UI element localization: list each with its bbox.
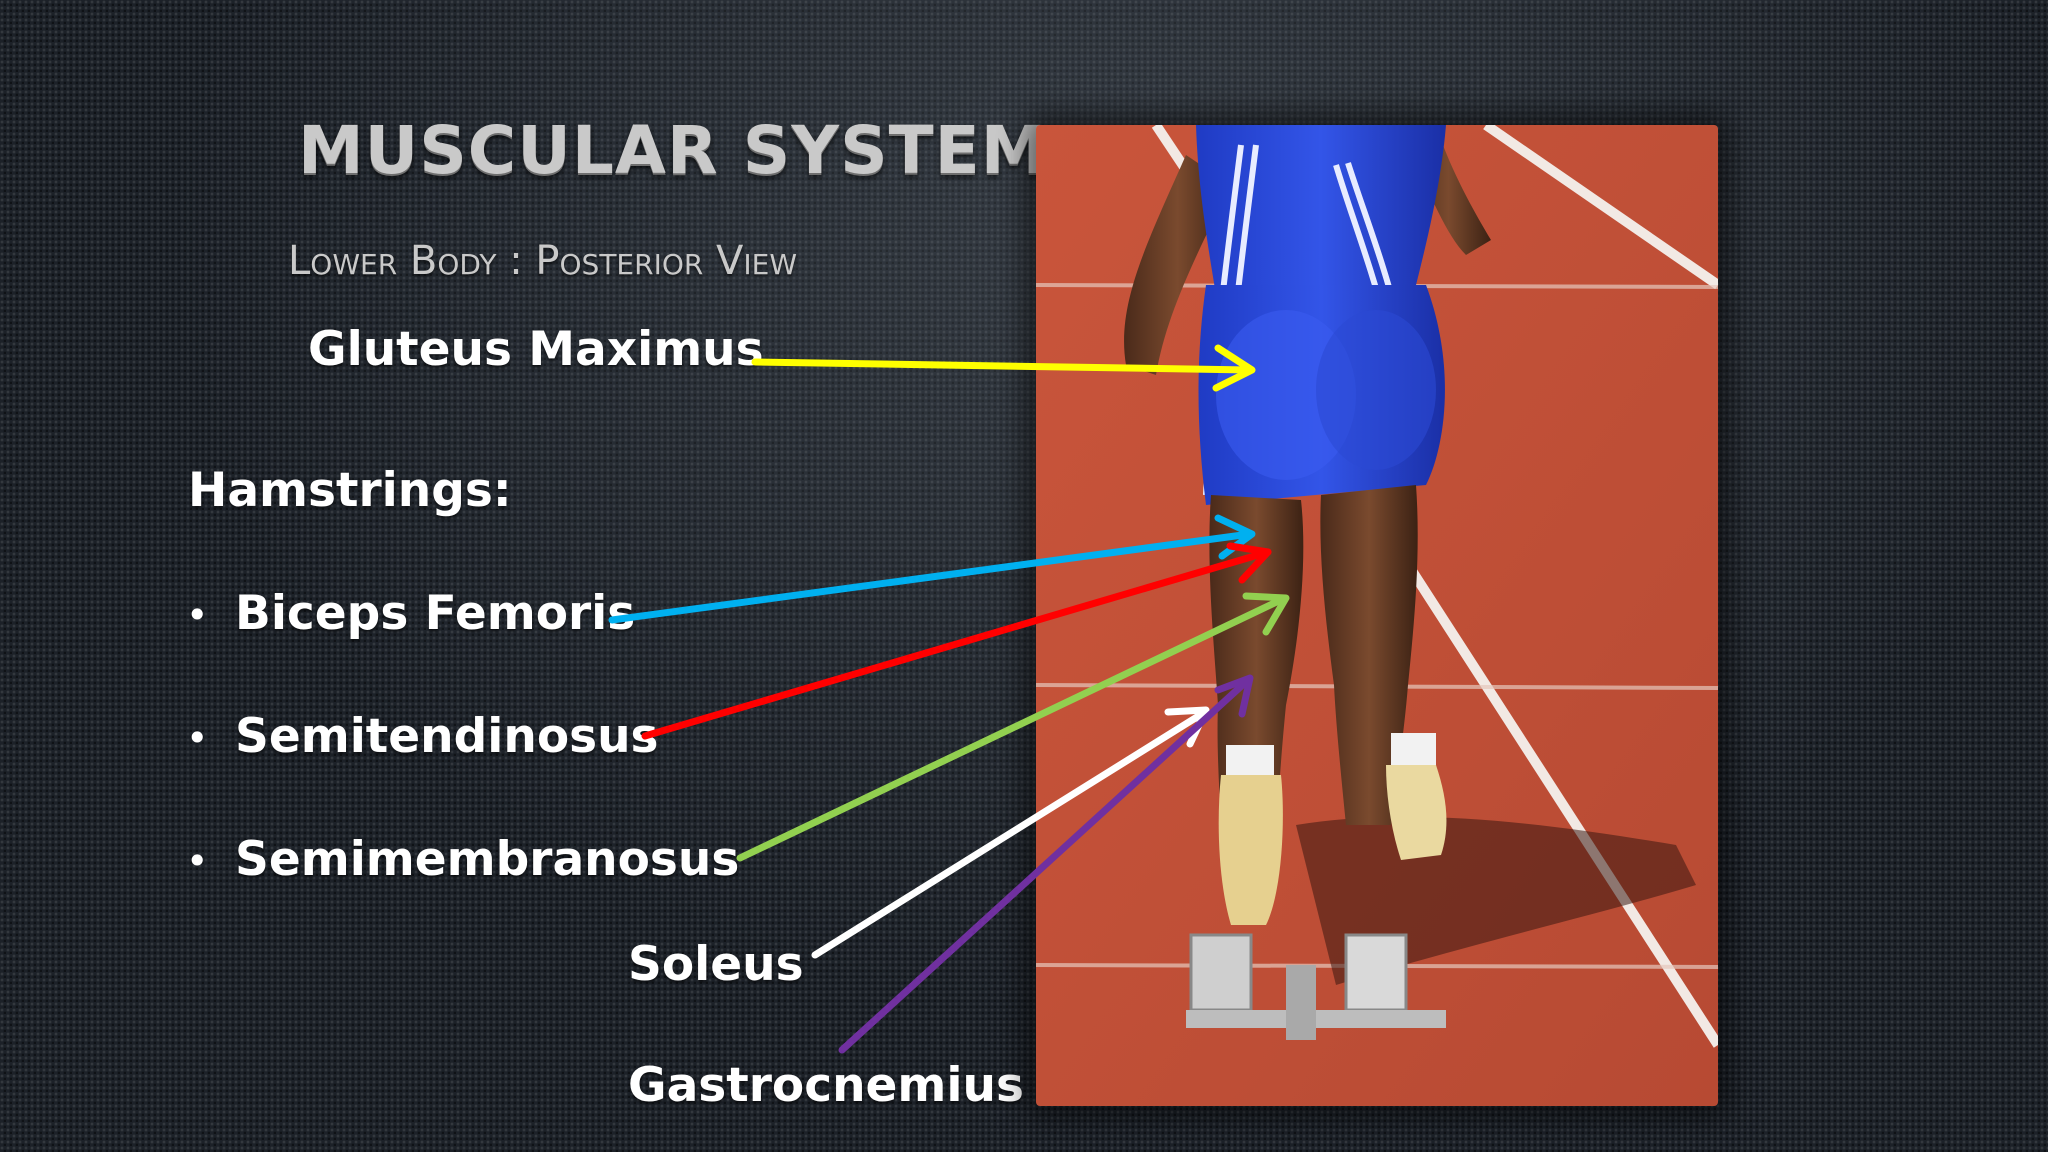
runner-back (1196, 125, 1446, 295)
label-biceps-femoris: Biceps Femoris (235, 586, 636, 641)
label-semimembranosus: Semimembranosus (235, 832, 740, 887)
left-sock (1226, 745, 1274, 775)
arrow-semimembranosus (736, 592, 1290, 862)
label-soleus: Soleus (628, 937, 804, 992)
starting-blocks (1186, 933, 1446, 1040)
slide-title: Muscular System (298, 112, 1048, 189)
left-shoe (1218, 775, 1283, 925)
bullet-semimembranosus: • (186, 839, 209, 883)
sprinter-illustration (1036, 125, 1718, 1106)
arrow-biceps-femoris (608, 514, 1256, 624)
bullet-biceps: • (186, 593, 209, 637)
arrow-gluteus (751, 344, 1256, 392)
right-shoe (1386, 765, 1447, 860)
arrow-gastrocnemius (838, 674, 1254, 1054)
glute-left (1216, 310, 1356, 480)
label-hamstrings: Hamstrings: (188, 463, 512, 518)
label-gluteus-maximus: Gluteus Maximus (308, 322, 764, 377)
bullet-semitendinosus: • (186, 716, 209, 760)
glute-right (1316, 310, 1436, 470)
label-gastrocnemius: Gastrocnemius (628, 1058, 1024, 1113)
slide-subtitle: Lower Body : Posterior View (288, 238, 798, 284)
sprinter-photo (1036, 125, 1718, 1106)
label-semitendinosus: Semitendinosus (235, 709, 659, 764)
arrow-semitendinosus (641, 542, 1272, 740)
right-sock (1391, 733, 1436, 767)
arrow-soleus (811, 706, 1210, 959)
